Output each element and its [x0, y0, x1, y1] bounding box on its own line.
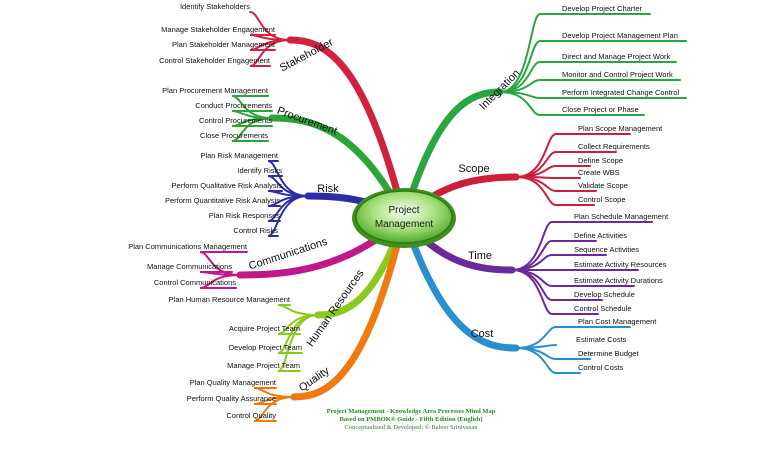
process-plan-procurement-management: Plan Procurement Management — [162, 86, 269, 95]
stakeholder-leaf-line — [249, 39, 291, 67]
process-develop-project-charter: Develop Project Charter — [562, 4, 643, 13]
process-perform-integrated-change-control: Perform Integrated Change Control — [562, 88, 679, 97]
integration-trunk — [400, 88, 504, 222]
process-collect-requirements: Collect Requirements — [578, 142, 650, 151]
process-plan-cost-management: Plan Cost Management — [578, 317, 657, 326]
time-leaf-line — [511, 269, 599, 315]
quality-trunk — [290, 214, 408, 401]
process-plan-communications-management: Plan Communications Management — [128, 242, 248, 251]
process-control-stakeholder-engagement: Control Stakeholder Engagement — [159, 56, 271, 65]
integration-leaf-line — [499, 91, 645, 116]
process-control-costs: Control Costs — [578, 363, 624, 372]
process-sequence-activities: Sequence Activities — [574, 245, 639, 254]
process-validate-scope: Validate Scope — [578, 181, 628, 190]
process-plan-quality-management: Plan Quality Management — [190, 378, 277, 387]
cost-leaf-line — [515, 347, 581, 374]
process-determine-budget: Determine Budget — [578, 349, 639, 358]
center-title-line1: Project — [388, 205, 419, 216]
area-label-scope: Scope — [458, 163, 489, 175]
process-plan-risk-responses: Plan Risk Responses — [209, 211, 281, 220]
process-perform-quantitative-risk-analysis: Perform Quantitative Risk Analysis — [165, 196, 280, 205]
process-plan-schedule-management: Plan Schedule Management — [574, 212, 669, 221]
process-identify-stakeholders: Identify Stakeholders — [180, 2, 250, 11]
process-perform-quality-assurance: Perform Quality Assurance — [187, 394, 276, 403]
process-direct-and-manage-project-work: Direct and Manage Project Work — [562, 52, 670, 61]
process-close-procurements: Close Procurements — [200, 131, 268, 140]
process-conduct-procurements: Conduct Procurements — [195, 101, 272, 110]
area-label-time: Time — [468, 250, 492, 262]
process-manage-project-team: Manage Project Team — [227, 361, 300, 370]
process-control-scope: Control Scope — [578, 195, 626, 204]
process-create-wbs: Create WBS — [578, 168, 620, 177]
area-label-risk: Risk — [317, 183, 339, 195]
process-plan-risk-management: Plan Risk Management — [200, 151, 278, 160]
process-control-communications: Control Communications — [154, 278, 236, 287]
process-control-risks: Control Risks — [233, 226, 278, 235]
process-plan-human-resource-management: Plan Human Resource Management — [169, 295, 291, 304]
communications-leaf-line — [199, 274, 241, 289]
process-plan-scope-management: Plan Scope Management — [578, 124, 663, 133]
process-control-procurements: Control Procurements — [199, 116, 272, 125]
process-acquire-project-team: Acquire Project Team — [229, 324, 300, 333]
procurement-leaf-line — [231, 117, 273, 142]
footer-credits: Project Management - Knowledge Area Proc… — [316, 408, 506, 432]
quality-leaf-line — [253, 396, 295, 422]
center-title-line2: Management — [375, 219, 434, 230]
process-estimate-costs: Estimate Costs — [576, 335, 627, 344]
process-manage-stakeholder-engagement: Manage Stakeholder Engagement — [161, 25, 276, 34]
human-resources-leaf-line — [277, 314, 319, 372]
process-develop-schedule: Develop Schedule — [574, 290, 635, 299]
area-label-cost: Cost — [471, 328, 494, 340]
footer-author: Conceptualized & Developed: © Baboo Srin… — [344, 424, 478, 431]
process-develop-project-management-plan: Develop Project Management Plan — [562, 31, 678, 40]
stakeholder-trunk — [286, 36, 408, 222]
process-control-schedule: Control Schedule — [574, 304, 632, 313]
process-estimate-activity-resources: Estimate Activity Resources — [574, 260, 667, 269]
process-close-project-or-phase: Close Project or Phase — [562, 105, 639, 114]
process-plan-stakeholder-management: Plan Stakeholder Management — [172, 40, 276, 49]
center-node: Project Management — [352, 188, 456, 248]
human-resources-leaf-line — [277, 304, 319, 316]
scope-leaf-line — [515, 176, 595, 206]
process-estimate-activity-durations: Estimate Activity Durations — [574, 276, 663, 285]
process-define-activities: Define Activities — [574, 231, 627, 240]
process-control-quality: Control Quality — [226, 411, 276, 420]
process-monitor-and-control-project-work: Monitor and Control Project Work — [562, 70, 673, 79]
integration-leaf-line — [499, 13, 651, 93]
risk-leaf-line — [267, 195, 309, 237]
cost-trunk — [400, 214, 520, 352]
process-manage-communications: Manage Communications — [147, 262, 232, 271]
process-define-scope: Define Scope — [578, 156, 623, 165]
footer-title: Project Management - Knowledge Area Proc… — [326, 408, 496, 415]
footer-source: Based on PMBOK® Guide - Fifth Edition (E… — [339, 416, 483, 423]
procurement-trunk — [268, 114, 408, 222]
process-develop-project-team: Develop Project Team — [229, 343, 302, 352]
area-label-human-resources: Human Resources — [305, 267, 367, 349]
process-perform-qualitative-risk-analysis: Perform Qualitative Risk Analysis — [172, 181, 283, 190]
process-identify-risks: Identify Risks — [237, 166, 282, 175]
